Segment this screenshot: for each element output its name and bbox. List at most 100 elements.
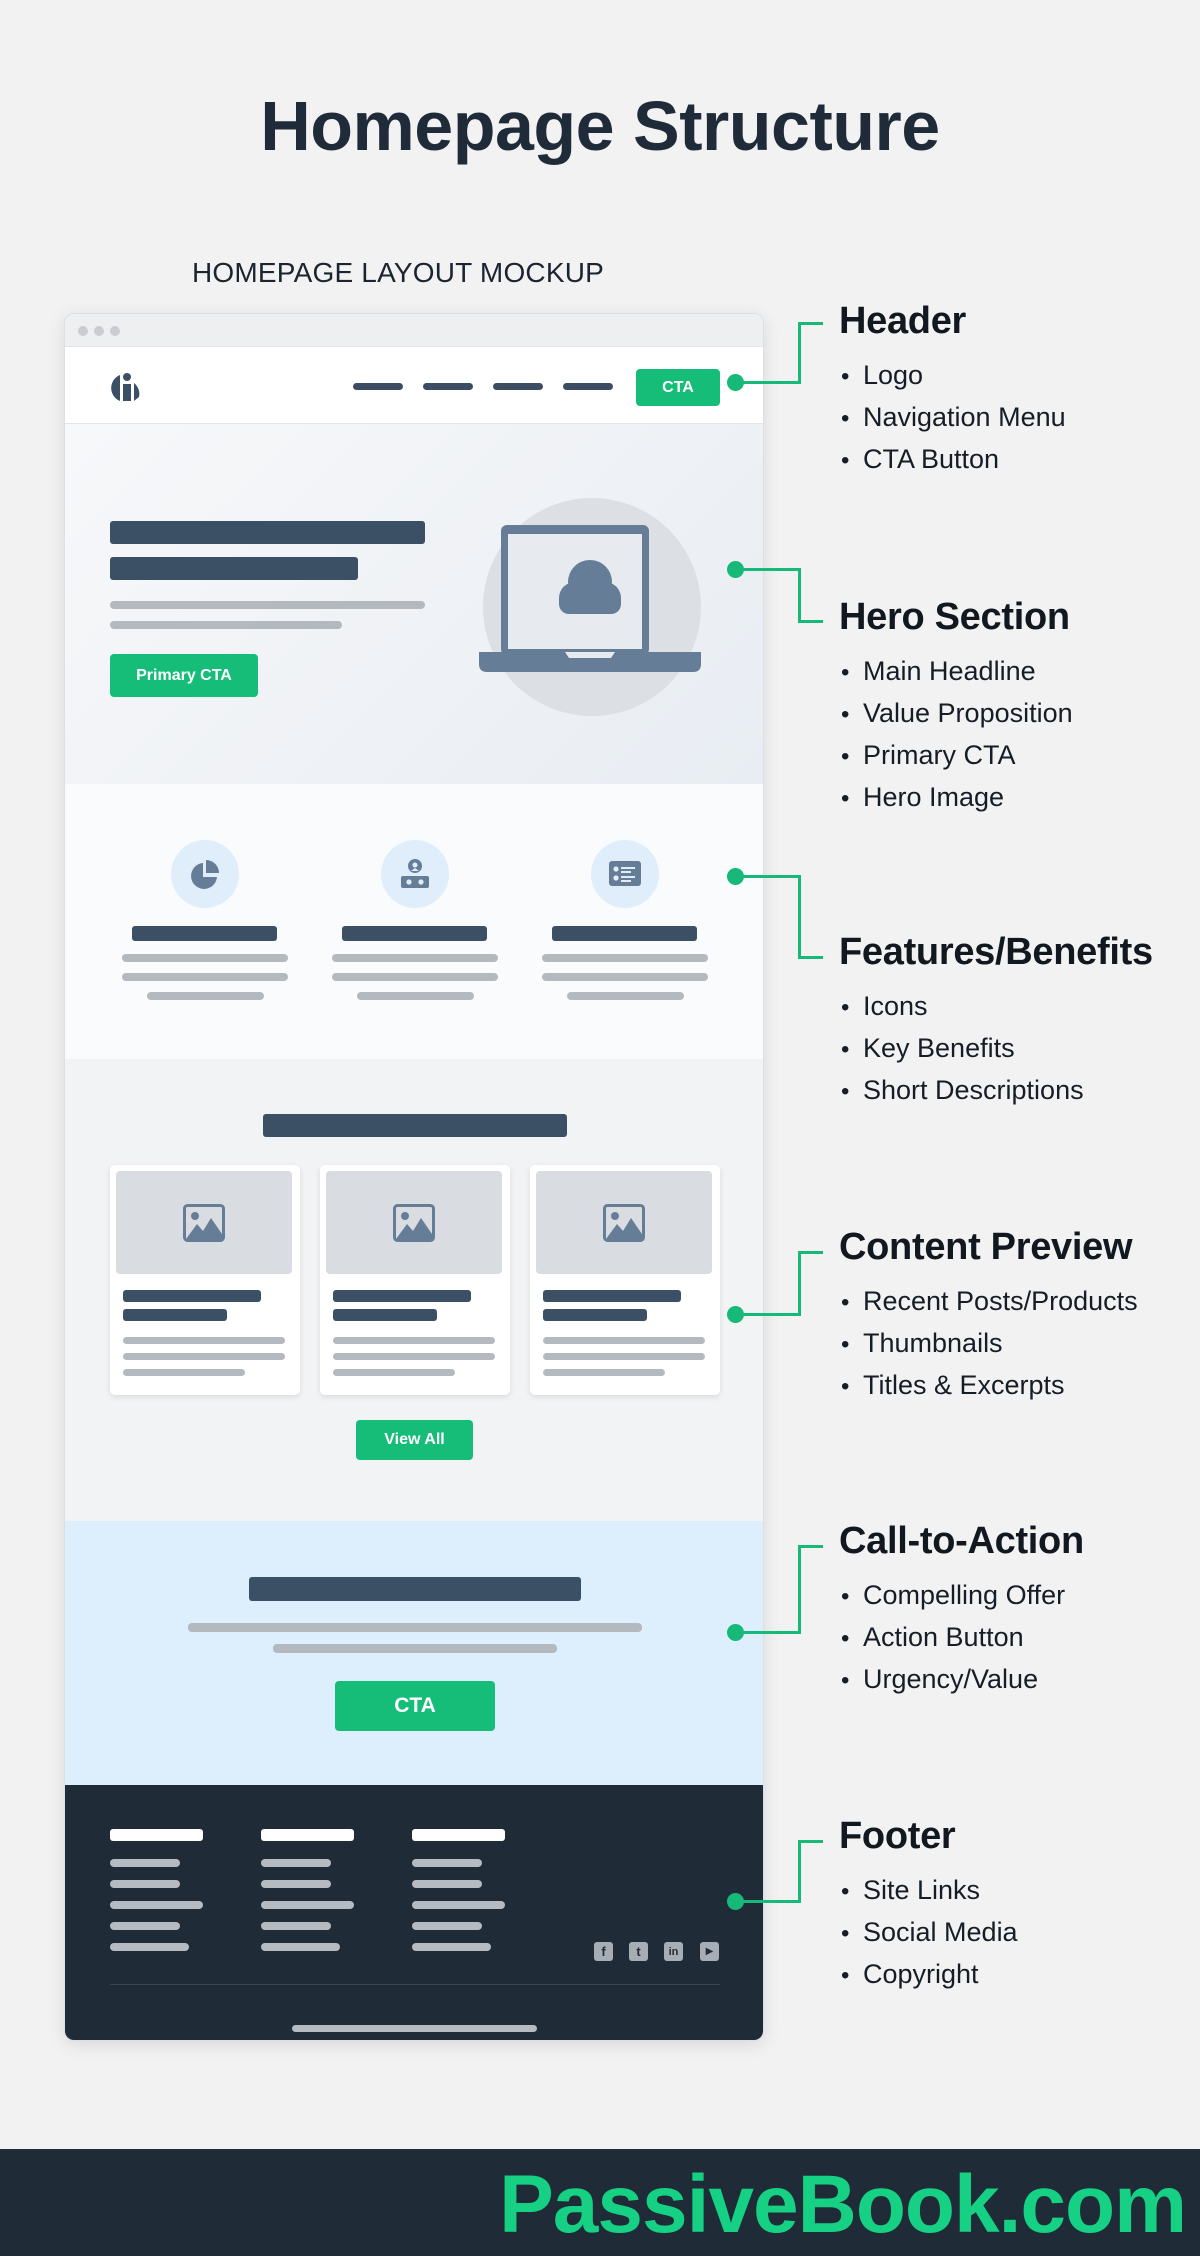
connector-line — [798, 1545, 823, 1548]
connector-line — [737, 875, 801, 878]
connector-dot — [727, 1893, 744, 1910]
cta-subtext-line — [273, 1644, 557, 1653]
header-cta-button[interactable]: CTA — [636, 369, 720, 406]
connector-line — [798, 1840, 823, 1843]
feature-desc-line — [147, 992, 264, 1000]
footer-link[interactable] — [110, 1880, 180, 1888]
nav-item[interactable] — [423, 383, 473, 390]
footer-link[interactable] — [261, 1880, 331, 1888]
card-excerpt-line — [333, 1337, 495, 1344]
footer-link[interactable] — [412, 1922, 482, 1930]
brand-banner — [0, 2149, 1200, 2256]
hero-headline-line — [110, 521, 425, 544]
card-title-line — [543, 1309, 647, 1321]
annotation-item: Compelling Offer — [839, 1575, 1084, 1617]
view-all-button[interactable]: View All — [356, 1420, 473, 1460]
page-title: Homepage Structure — [260, 87, 940, 165]
content-card[interactable] — [320, 1165, 510, 1395]
image-icon — [603, 1203, 645, 1242]
browser-mockup: CTA Primary CTA — [64, 313, 764, 2041]
logo-icon[interactable] — [109, 369, 145, 405]
card-title-line — [123, 1309, 227, 1321]
footer-link[interactable] — [261, 1859, 331, 1867]
footer-link[interactable] — [110, 1922, 180, 1930]
footer-link[interactable] — [110, 1901, 203, 1909]
annotation-item: Action Button — [839, 1617, 1084, 1659]
feature-desc-line — [122, 954, 288, 962]
annotation-header: Header Logo Navigation Menu CTA Button — [839, 300, 1066, 481]
feature-desc-line — [542, 973, 708, 981]
annotation-title: Header — [839, 300, 967, 342]
annotation-item: CTA Button — [839, 439, 1066, 481]
image-icon — [183, 1203, 225, 1242]
cta-headline — [249, 1577, 581, 1601]
card-title-line — [333, 1290, 471, 1302]
annotation-content-preview: Content Preview Recent Posts/Products Th… — [839, 1226, 1138, 1407]
footer-column-heading — [261, 1829, 354, 1841]
connector-dot — [727, 1306, 744, 1323]
footer-link[interactable] — [412, 1901, 505, 1909]
facebook-icon[interactable]: f — [594, 1942, 613, 1961]
connector-line — [737, 1900, 801, 1903]
feature-icon-circle — [591, 840, 659, 908]
footer-divider — [110, 1984, 720, 1985]
connector-dot — [727, 374, 744, 391]
annotation-item: Recent Posts/Products — [839, 1281, 1138, 1323]
connector-line — [798, 1545, 801, 1634]
footer-column-heading — [110, 1829, 203, 1841]
window-dot — [110, 326, 120, 336]
footer-link[interactable] — [412, 1880, 482, 1888]
user-badge-icon — [401, 859, 429, 888]
annotation-hero: Hero Section Main Headline Value Proposi… — [839, 596, 1073, 819]
annotation-item: Icons — [839, 986, 1153, 1028]
primary-cta-button[interactable]: Primary CTA — [110, 654, 258, 697]
hero-subtext-line — [110, 621, 342, 629]
card-excerpt-line — [333, 1369, 455, 1376]
nav-item[interactable] — [563, 383, 613, 390]
annotation-item: Hero Image — [839, 777, 1073, 819]
connector-line — [798, 568, 801, 623]
nav-item[interactable] — [353, 383, 403, 390]
annotation-cta: Call-to-Action Compelling Offer Action B… — [839, 1520, 1084, 1701]
browser-chrome-bar — [65, 314, 763, 347]
feature-desc-line — [122, 973, 288, 981]
connector-line — [737, 381, 801, 384]
footer-link[interactable] — [412, 1943, 491, 1951]
linkedin-icon[interactable]: in — [664, 1942, 683, 1961]
hero-section: Primary CTA — [65, 424, 763, 784]
hero-subtext-line — [110, 601, 425, 609]
content-card[interactable] — [110, 1165, 300, 1395]
annotation-item: Thumbnails — [839, 1323, 1138, 1365]
annotation-item: Value Proposition — [839, 693, 1073, 735]
brand-name: PassiveBook.com — [499, 2159, 1187, 2250]
connector-line — [798, 956, 823, 959]
features-section — [65, 784, 763, 1059]
content-section-title — [263, 1114, 567, 1137]
card-excerpt-line — [123, 1369, 245, 1376]
footer-link[interactable] — [110, 1943, 189, 1951]
twitter-icon[interactable]: t — [629, 1942, 648, 1961]
footer-column-heading — [412, 1829, 505, 1841]
annotation-title: Call-to-Action — [839, 1520, 1084, 1562]
card-title-line — [123, 1290, 261, 1302]
feature-desc-line — [332, 954, 498, 962]
footer-link[interactable] — [261, 1901, 354, 1909]
footer-link[interactable] — [261, 1943, 340, 1951]
image-icon — [393, 1203, 435, 1242]
footer-link[interactable] — [261, 1922, 331, 1930]
content-card[interactable] — [530, 1165, 720, 1395]
nav-item[interactable] — [493, 383, 543, 390]
card-excerpt-line — [543, 1337, 705, 1344]
annotation-item: Copyright — [839, 1954, 1018, 1996]
connector-line — [798, 322, 801, 384]
youtube-icon[interactable]: ▶ — [700, 1942, 719, 1961]
cta-button[interactable]: CTA — [335, 1681, 495, 1731]
card-excerpt-line — [543, 1369, 665, 1376]
feature-desc-line — [357, 992, 474, 1000]
list-card-icon — [609, 861, 641, 886]
footer-link[interactable] — [110, 1859, 180, 1867]
footer-link[interactable] — [412, 1859, 482, 1867]
card-thumbnail — [536, 1171, 712, 1274]
connector-line — [737, 1631, 801, 1634]
hero-headline-line — [110, 557, 358, 580]
